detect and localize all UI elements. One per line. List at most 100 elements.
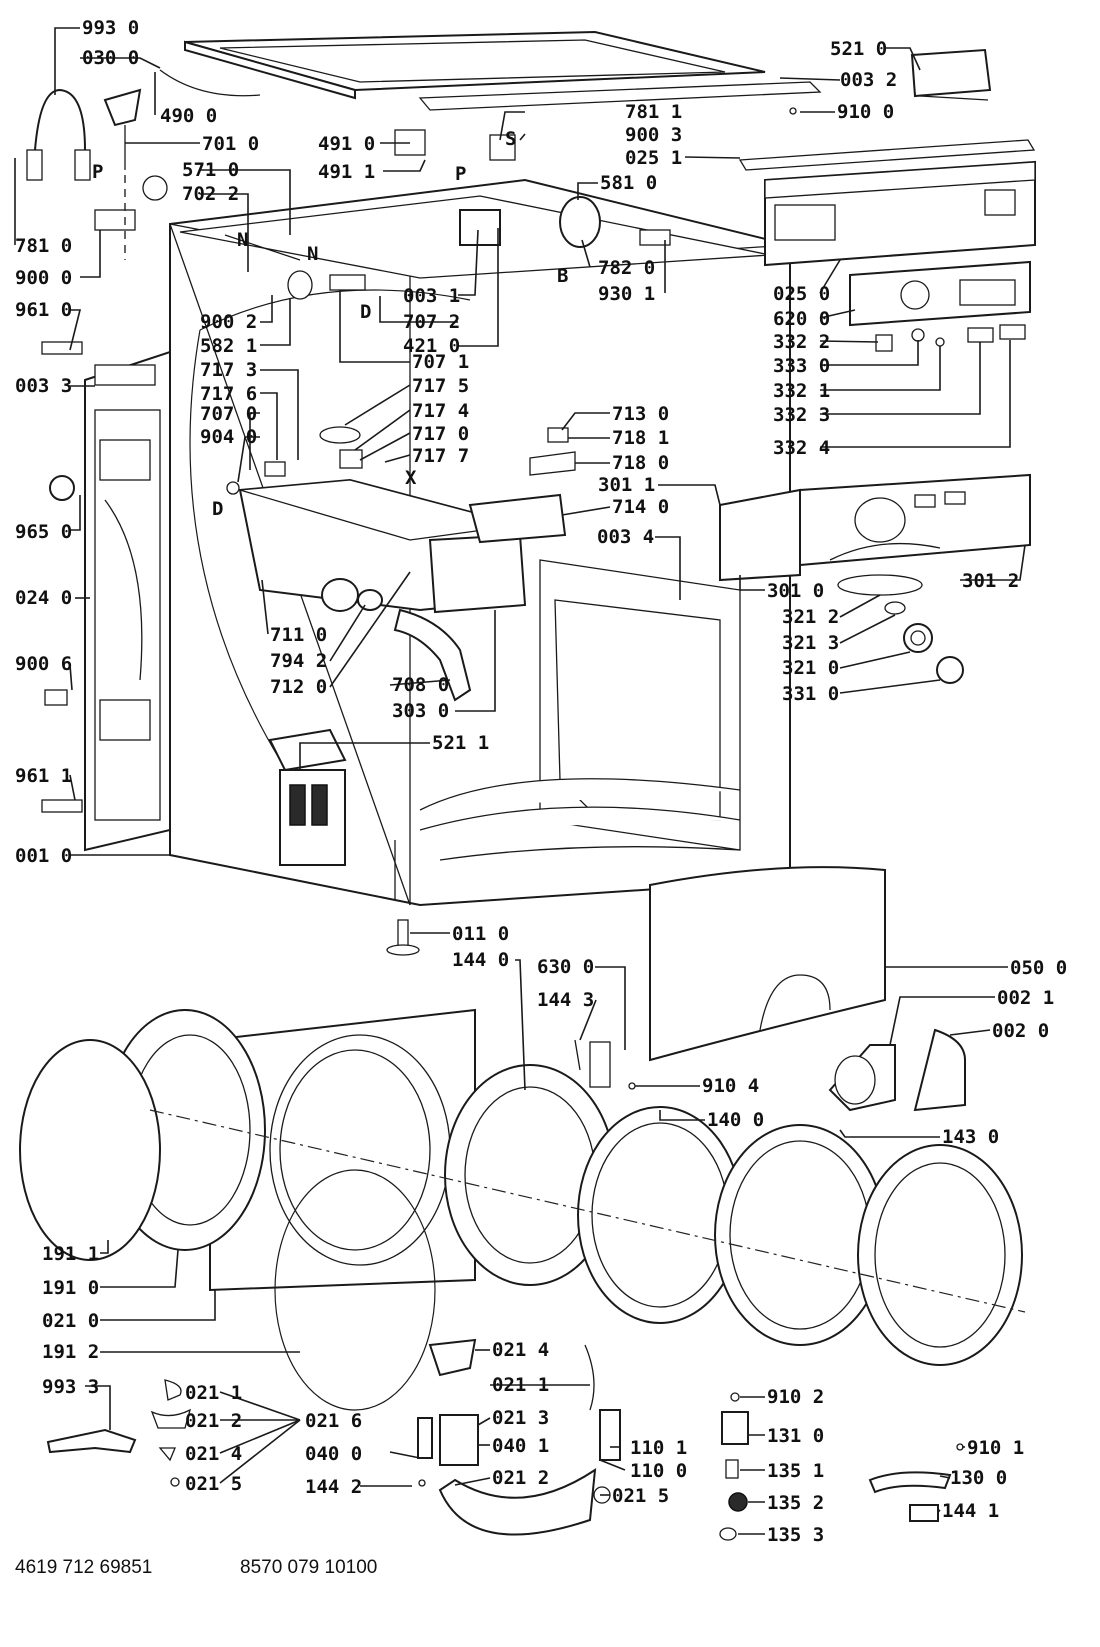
door-outer-frame bbox=[714, 1124, 886, 1346]
label-135-3: 135 3 bbox=[767, 1524, 824, 1546]
label-712-0: 712 0 bbox=[270, 676, 327, 698]
label-002-1: 002 1 bbox=[997, 987, 1054, 1009]
label-021-4-top: 021 4 bbox=[492, 1339, 549, 1361]
parts-drawing bbox=[19, 30, 1036, 1541]
label-707-2: 707 2 bbox=[403, 311, 460, 333]
label-961-0: 961 0 bbox=[15, 299, 72, 321]
label-301-1: 301 1 bbox=[598, 474, 655, 496]
label-993-0: 993 0 bbox=[82, 17, 139, 39]
label-040-1: 040 1 bbox=[492, 1435, 549, 1457]
label-491-1: 491 1 bbox=[318, 161, 375, 183]
label-491-0: 491 0 bbox=[318, 133, 375, 155]
label-490-0: 490 0 bbox=[160, 105, 217, 127]
label-965-0: 965 0 bbox=[15, 521, 72, 543]
label-002-0: 002 0 bbox=[992, 1020, 1049, 1042]
door-ring bbox=[444, 1064, 616, 1286]
label-021-2-right: 021 2 bbox=[492, 1467, 549, 1489]
marker-n-right: N bbox=[307, 243, 318, 265]
door-glass-frame bbox=[577, 1106, 743, 1324]
push-buttons bbox=[875, 324, 1026, 352]
marker-s: S bbox=[505, 128, 516, 150]
door-axis bbox=[149, 1109, 1026, 1313]
label-144-3: 144 3 bbox=[537, 989, 594, 1011]
label-021-1-right: 021 1 bbox=[492, 1374, 549, 1396]
label-001-0: 001 0 bbox=[15, 845, 72, 867]
label-021-1-left: 021 1 bbox=[185, 1382, 242, 1404]
label-782-0: 782 0 bbox=[598, 257, 655, 279]
label-321-2: 321 2 bbox=[782, 606, 839, 628]
label-717-6: 717 6 bbox=[200, 383, 257, 405]
program-knob bbox=[837, 574, 964, 684]
label-021-3: 021 3 bbox=[492, 1407, 549, 1429]
label-620-0: 620 0 bbox=[773, 308, 830, 330]
label-717-3: 717 3 bbox=[200, 359, 257, 381]
label-025-0: 025 0 bbox=[773, 283, 830, 305]
reference-markers: P P S N N D D X B bbox=[92, 128, 568, 520]
label-707-0: 707 0 bbox=[200, 403, 257, 425]
rear-strip bbox=[418, 81, 822, 111]
label-144-2: 144 2 bbox=[305, 1476, 362, 1498]
label-717-5: 717 5 bbox=[412, 375, 469, 397]
label-718-1: 718 1 bbox=[612, 427, 669, 449]
label-702-2: 702 2 bbox=[182, 183, 239, 205]
label-900-3: 900 3 bbox=[625, 124, 682, 146]
label-143-0: 143 0 bbox=[942, 1126, 999, 1148]
label-135-2: 135 2 bbox=[767, 1492, 824, 1514]
label-303-0: 303 0 bbox=[392, 700, 449, 722]
part-labels: 993 0 030 0 490 0 701 0 571 0 702 2 781 … bbox=[15, 17, 1067, 1546]
label-900-0: 900 0 bbox=[15, 267, 72, 289]
label-571-0: 571 0 bbox=[182, 159, 239, 181]
label-144-1: 144 1 bbox=[942, 1500, 999, 1522]
pump-filter bbox=[828, 1028, 966, 1112]
label-961-1: 961 1 bbox=[15, 765, 72, 787]
label-717-4: 717 4 bbox=[412, 400, 469, 422]
label-421-0: 421 0 bbox=[403, 335, 460, 357]
label-717-7: 717 7 bbox=[412, 445, 469, 467]
label-711-0: 711 0 bbox=[270, 624, 327, 646]
label-331-0: 331 0 bbox=[782, 683, 839, 705]
label-630-0: 630 0 bbox=[537, 956, 594, 978]
footer-right-code: 8570 079 10100 bbox=[240, 1557, 377, 1578]
label-321-3: 321 3 bbox=[782, 632, 839, 654]
label-021-2-left: 021 2 bbox=[185, 1410, 242, 1432]
dispenser-drawer bbox=[468, 493, 567, 544]
leader-lines bbox=[14, 27, 1026, 1535]
door-lock-parts bbox=[418, 107, 964, 1541]
label-910-0: 910 0 bbox=[837, 101, 894, 123]
label-993-3: 993 3 bbox=[42, 1376, 99, 1398]
label-332-4: 332 4 bbox=[773, 437, 830, 459]
heater-block bbox=[268, 728, 347, 866]
label-144-0: 144 0 bbox=[452, 949, 509, 971]
door-glass bbox=[857, 1144, 1023, 1366]
label-131-0: 131 0 bbox=[767, 1425, 824, 1447]
hoses bbox=[26, 69, 366, 300]
timer-module bbox=[910, 48, 992, 101]
front-panel bbox=[209, 1008, 476, 1292]
label-140-0: 140 0 bbox=[707, 1109, 764, 1131]
label-781-0: 781 0 bbox=[15, 235, 72, 257]
label-582-1: 582 1 bbox=[200, 335, 257, 357]
label-332-1: 332 1 bbox=[773, 380, 830, 402]
label-910-1: 910 1 bbox=[967, 1437, 1024, 1459]
label-021-4-left: 021 4 bbox=[185, 1443, 242, 1465]
label-708-0: 708 0 bbox=[392, 674, 449, 696]
label-332-3: 332 3 bbox=[773, 404, 830, 426]
label-040-0: 040 0 bbox=[305, 1443, 362, 1465]
label-930-1: 930 1 bbox=[598, 283, 655, 305]
marker-p-left: P bbox=[92, 161, 103, 183]
label-581-0: 581 0 bbox=[600, 172, 657, 194]
label-910-2: 910 2 bbox=[767, 1386, 824, 1408]
control-panel-frame bbox=[764, 160, 1036, 267]
label-135-1: 135 1 bbox=[767, 1460, 824, 1482]
bellows-outline bbox=[274, 1169, 436, 1411]
label-717-0: 717 0 bbox=[412, 423, 469, 445]
label-191-2: 191 2 bbox=[42, 1341, 99, 1363]
rear-panel bbox=[84, 350, 171, 852]
side-parts bbox=[41, 341, 83, 813]
marker-n-left: N bbox=[237, 229, 248, 251]
footer: 4619 712 69851 8570 079 10100 bbox=[15, 1557, 377, 1578]
label-003-1: 003 1 bbox=[403, 285, 460, 307]
hinge-parts bbox=[46, 1338, 621, 1536]
front-control-panel bbox=[719, 473, 1031, 582]
